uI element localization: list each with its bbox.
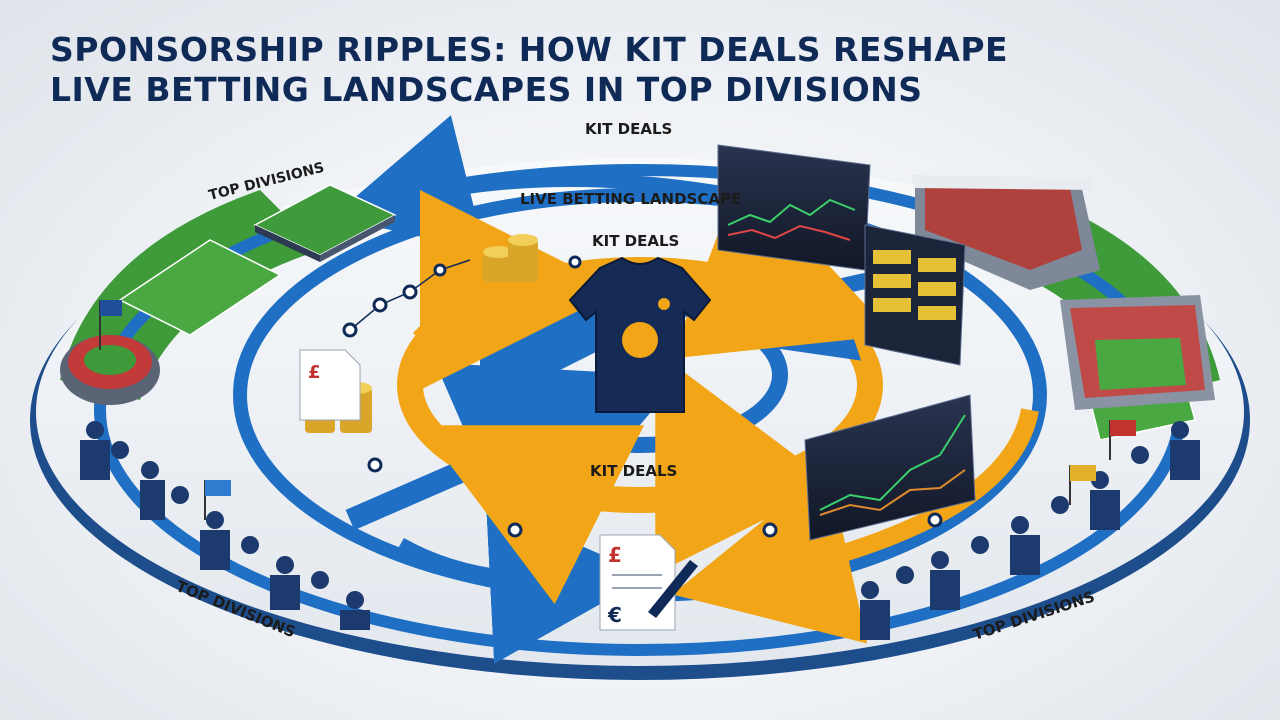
crowd-icon xyxy=(80,421,370,630)
arrow-orange-right xyxy=(671,171,894,359)
betting-screen-icon xyxy=(804,394,976,541)
network-nodes xyxy=(342,255,943,538)
contract-icon: £ xyxy=(299,349,361,421)
pound-symbol: £ xyxy=(608,543,622,567)
arrow-orange-left xyxy=(412,190,620,391)
title-line-2: LIVE BETTING LANDSCAPES IN TOP DIVISIONS xyxy=(50,70,923,109)
football-pitch-icon xyxy=(118,239,282,336)
label-kit-deals-top: KIT DEALS xyxy=(585,120,672,138)
stadium-icon xyxy=(1060,295,1215,410)
stadium-icon xyxy=(60,335,160,405)
title-line-1: SPONSORSHIP RIPPLES: HOW KIT DEALS RESHA… xyxy=(50,30,1009,69)
flag-icon xyxy=(99,300,122,350)
football-pitch-icon xyxy=(253,184,397,262)
flow-arrows xyxy=(332,115,1039,664)
stadium-icon xyxy=(910,175,1100,290)
betting-screen-icon xyxy=(864,224,966,366)
flag-icon xyxy=(1069,465,1096,505)
arrow-orange-long xyxy=(672,408,1039,644)
label-kit-deals-bottom: KIT DEALS xyxy=(590,462,677,480)
football-shirt-icon xyxy=(568,256,712,413)
pen-icon xyxy=(648,560,698,618)
euro-symbol: € xyxy=(607,603,622,627)
pound-symbol: £ xyxy=(308,362,321,383)
arrow-orange-bottom xyxy=(420,425,645,605)
crowd-icon xyxy=(860,421,1200,640)
flag-icon xyxy=(204,480,231,520)
coin-stack-icon xyxy=(483,234,538,282)
label-kit-deals-inner: KIT DEALS xyxy=(592,232,679,250)
label-live-betting: LIVE BETTING LANDSCAPE xyxy=(520,190,741,208)
flag-icon xyxy=(1109,420,1136,460)
contract-icon: £ € xyxy=(599,534,676,631)
